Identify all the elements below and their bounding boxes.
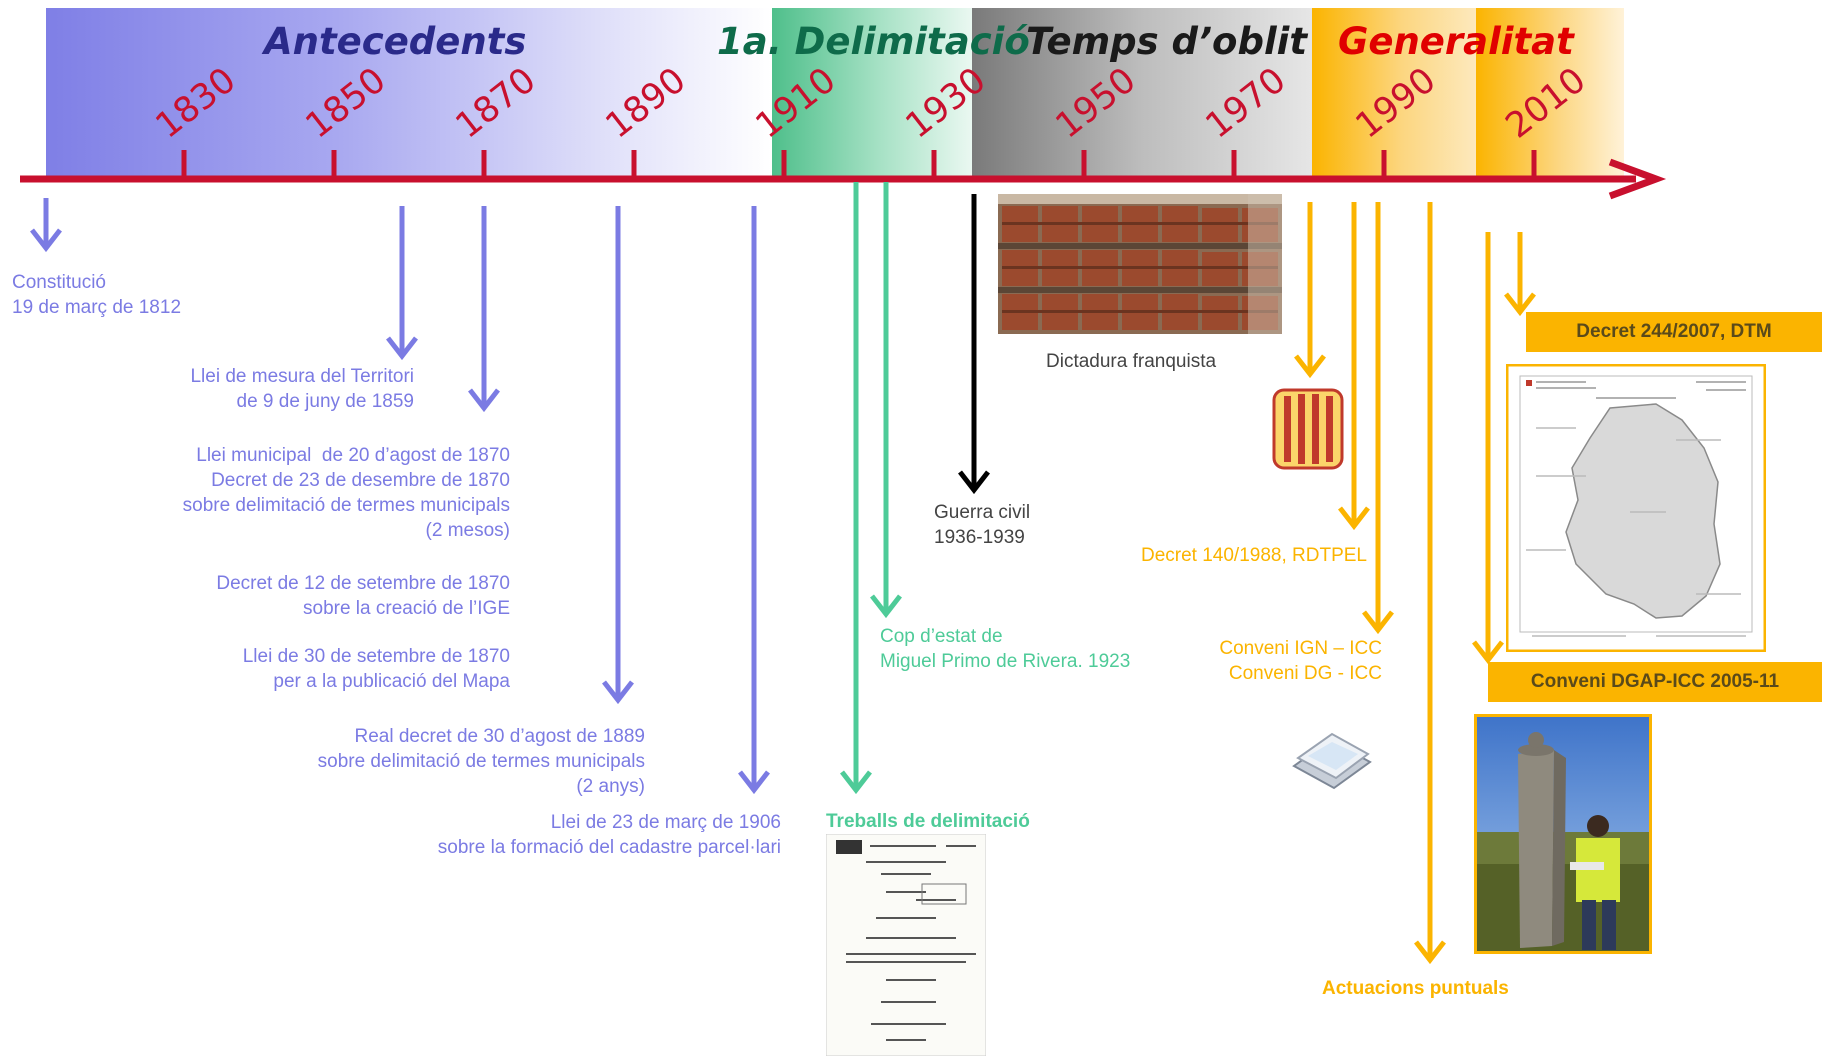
event-treballs: Treballs de delimitació [826,811,1030,832]
event-convenis: Conveni IGN – ICC Conveni DG - ICC [1219,638,1382,684]
event-llei-1906: Llei de 23 de març de 1906 sobre la form… [437,812,781,858]
year-ticks [181,150,1537,179]
event-guerra: Guerra civil 1936-1939 [934,502,1031,548]
event-llei-1859: Llei de mesura del Territori de 9 de jun… [190,366,414,412]
event-dictadura: Dictadura franquista [1046,351,1217,372]
timeline-axis-arrowhead [1608,158,1667,200]
delimitacio-arrows [840,182,902,795]
period-title-generalitat: Generalitat [1338,20,1574,63]
antecedents-arrows [30,198,770,795]
period-title-delimitacio: 1a. Delimitació [717,20,1030,63]
municipal-map [1506,364,1766,652]
event-llei-1870: Llei municipal de 20 d’agost de 1870 Dec… [182,445,510,541]
generalitat-arrows [1294,202,1536,965]
archive-shelves-photo [998,194,1282,334]
fieldwork-boundary-photo [1474,714,1652,954]
event-llei-mapa: Llei de 30 de setembre de 1870 per a la … [242,646,510,692]
period-band-delimitacio [772,8,972,178]
period-title-antecedents: Antecedents [264,20,527,63]
event-actuacions: Actuacions puntuals [1322,978,1509,999]
period-band-generalitat [1312,8,1476,178]
scanner-icon [1292,732,1372,790]
event-decret-ige: Decret de 12 de setembre de 1870 sobre l… [216,573,510,619]
event-decret-2007: Decret 244/2007, DTM [1526,312,1822,352]
period-band-oblit [972,8,1312,178]
event-conveni-dgap: Conveni DGAP-ICC 2005-11 [1488,662,1822,702]
period-band-generalitat-2 [1476,8,1624,178]
guerra-arrow [958,194,990,495]
period-title-oblit: Temps d’oblit [1026,20,1308,63]
event-decret-1988: Decret 140/1988, RDTPEL [1140,545,1367,566]
event-constitucio: Constitució 19 de març de 1812 [12,272,182,318]
delimitation-document [826,834,986,1056]
event-rd-1889: Real decret de 30 d’agost de 1889 sobre … [317,726,645,797]
catalan-flag-icon [1272,388,1344,470]
event-cop-estat: Cop d’estat de Miguel Primo de Rivera. 1… [880,626,1131,672]
period-band-antecedents [46,8,772,178]
